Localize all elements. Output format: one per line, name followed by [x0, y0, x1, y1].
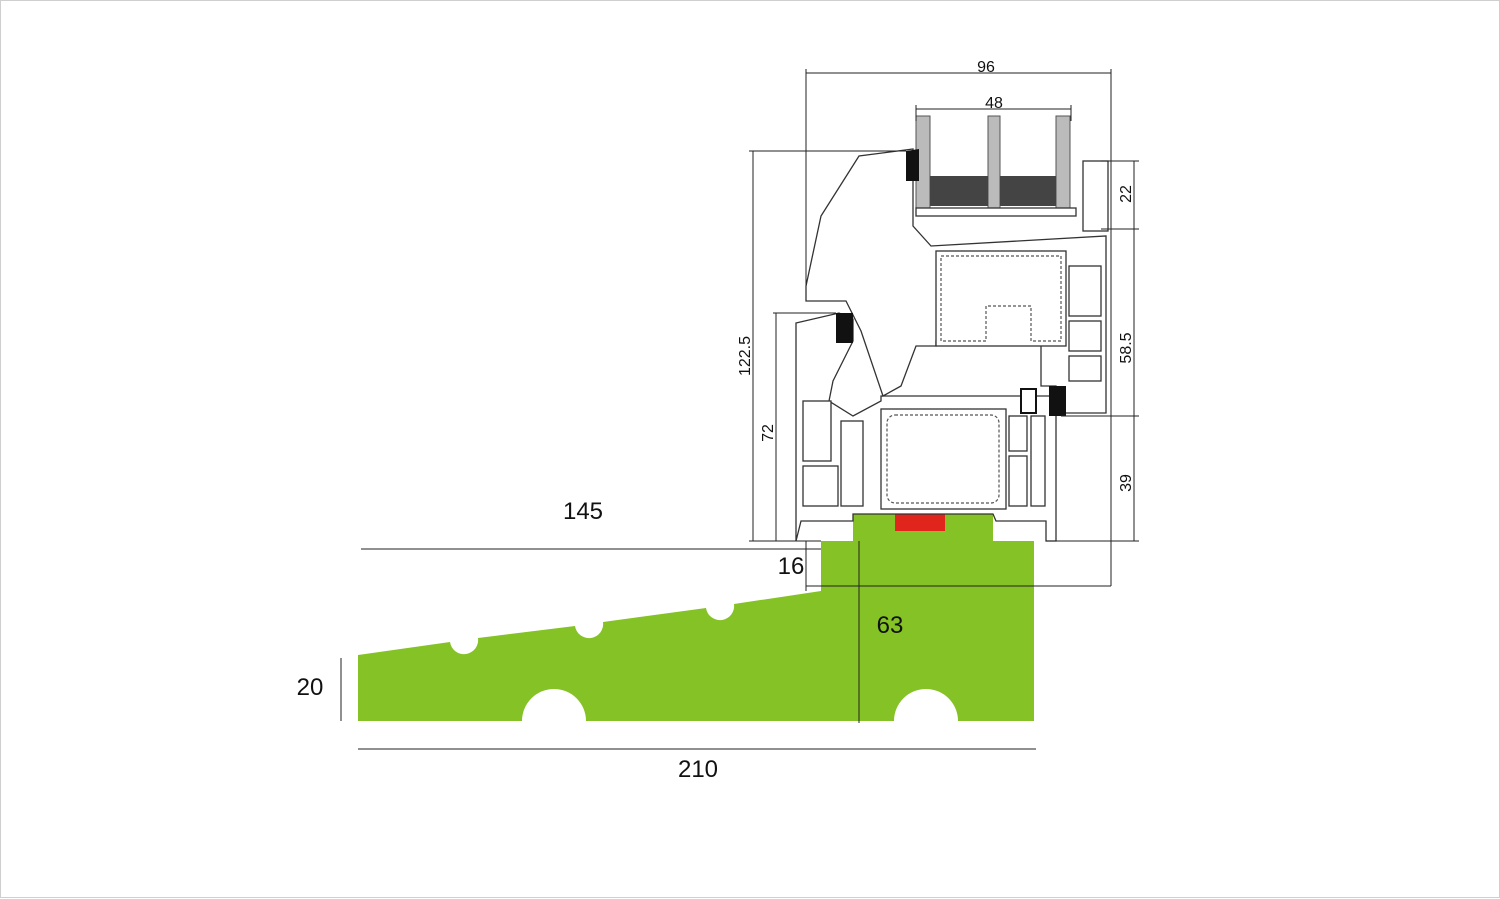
dim-glazing-width: 48 — [985, 95, 1003, 112]
dim-sill-depth: 63 — [877, 612, 904, 639]
dim-sill-overhang: 145 — [563, 498, 603, 525]
dimension-lines — [340, 69, 1139, 750]
dim-overall-width: 96 — [977, 59, 995, 76]
dim-step: 16 — [778, 553, 805, 580]
pvc-frame-profile — [795, 115, 1109, 542]
dim-total-height: 122.5 — [737, 336, 754, 376]
dim-sill-thickness: 20 — [297, 674, 324, 701]
dim-sill-length: 210 — [678, 756, 718, 783]
dim-glass-bead: 22 — [1118, 185, 1135, 203]
dim-frame-visible: 39 — [1118, 474, 1135, 492]
red-seal-strip — [895, 514, 945, 531]
sill-profile — [358, 514, 1034, 721]
dim-frame-height: 72 — [760, 424, 777, 442]
dim-sash-height: 58.5 — [1118, 332, 1135, 363]
